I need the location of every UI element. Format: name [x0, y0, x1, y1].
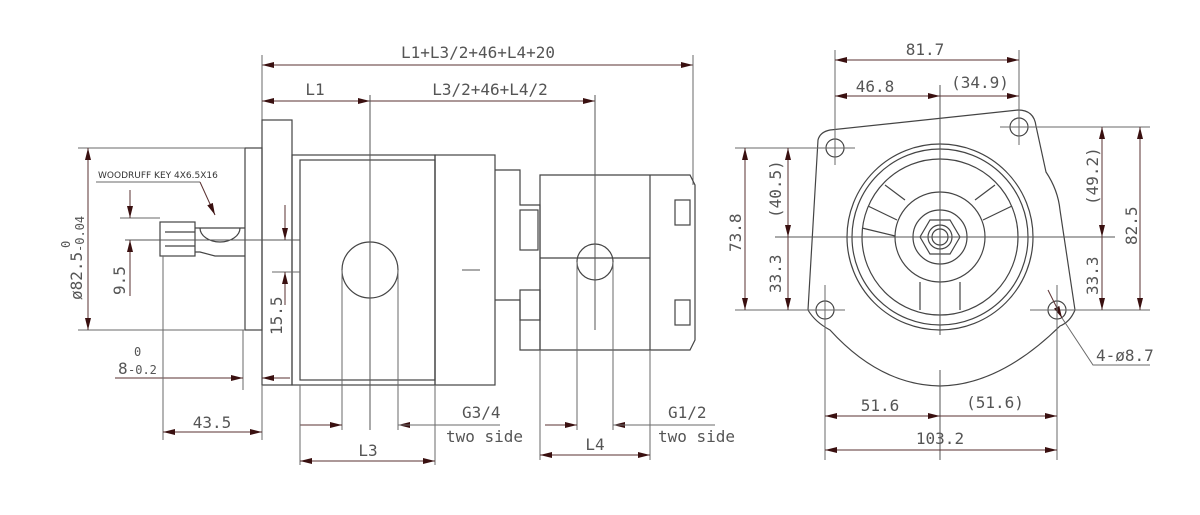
top-overall-label: 81.7: [906, 40, 945, 59]
bottom-overall-label: 103.2: [916, 429, 964, 448]
flange-thickness-label: 8: [118, 359, 128, 378]
right-upper-label: (49.2): [1083, 147, 1102, 205]
port2-size-label: G1/2: [668, 403, 707, 422]
pilot-tol-lower: -0.04: [73, 216, 87, 252]
port2-note-label: two side: [658, 427, 735, 446]
l4-label: L4: [585, 435, 604, 454]
pilot-diameter-label: ø82.5: [67, 252, 86, 300]
bottom-left-label: 51.6: [861, 396, 900, 415]
right-lower-label: 33.3: [1083, 256, 1102, 295]
port1-note-label: two side: [446, 427, 523, 446]
left-overall-label: 73.8: [726, 213, 745, 252]
key-height-label: 9.5: [110, 266, 129, 295]
holes-label: 4-ø8.7: [1096, 346, 1154, 365]
right-overall-label: 82.5: [1122, 206, 1141, 245]
bottom-right-label: (51.6): [966, 393, 1024, 412]
overall-length-label: L1+L3/2+46+L4+20: [401, 43, 555, 62]
pilot-tol-upper: 0: [59, 241, 73, 248]
port-offset-label: L3/2+46+L4/2: [432, 80, 548, 99]
flange-tol-upper: 0: [134, 345, 141, 359]
top-right-label: (34.9): [951, 73, 1009, 92]
port1-size-label: G3/4: [462, 403, 501, 422]
shaft-offset-label: 15.5: [267, 296, 286, 335]
shaft-nut: [159, 221, 196, 257]
l3-label: L3: [358, 441, 377, 460]
woodruff-key-label: WOODRUFF KEY 4X6.5X16: [98, 171, 218, 181]
left-lower-label: 33.3: [766, 254, 785, 293]
l1-label: L1: [305, 80, 324, 99]
side-view: L1+L3/2+46+L4+20 L1 L3/2+46+L4/2 WOODRUF…: [59, 43, 735, 465]
top-left-label: 46.8: [856, 77, 895, 96]
shaft-length-label: 43.5: [193, 413, 232, 432]
woodruff-key: [199, 227, 241, 243]
front-view: 81.7 46.8 (34.9) 73.8 (40.5) 33.3 82.5 (…: [726, 40, 1154, 460]
flange-tol-lower: -0.2: [128, 363, 157, 377]
left-upper-label: (40.5): [766, 160, 785, 218]
mounting-flange: [807, 109, 1076, 387]
